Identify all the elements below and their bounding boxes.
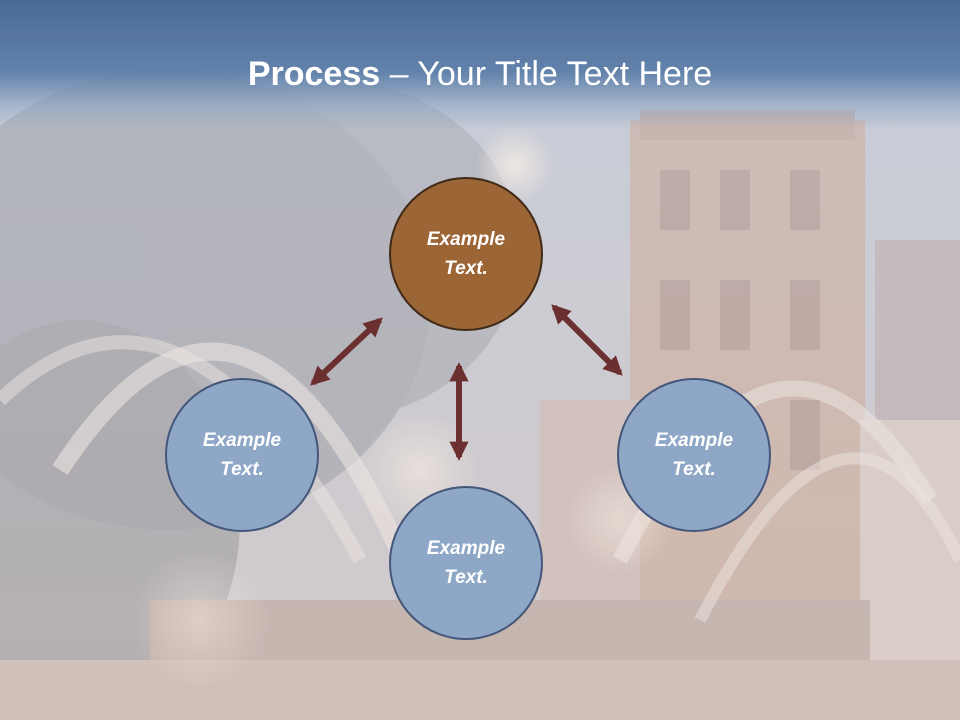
node-left[interactable]: Example Text. — [165, 378, 319, 532]
node-right-text: Example Text. — [639, 426, 749, 484]
node-top-line1: Example — [426, 229, 506, 250]
node-left-text: Example Text. — [187, 426, 297, 484]
header-band — [0, 0, 960, 130]
node-bottom-line1: Example — [426, 538, 506, 559]
node-top-line2: Text. — [444, 258, 488, 279]
node-top-text: Example Text. — [411, 225, 521, 283]
node-right[interactable]: Example Text. — [617, 378, 771, 532]
node-left-line1: Example — [202, 430, 282, 451]
node-bottom[interactable]: Example Text. — [389, 486, 543, 640]
node-left-line2: Text. — [220, 459, 264, 480]
slide-title: Process – Your Title Text Here — [0, 52, 960, 96]
node-right-line2: Text. — [672, 459, 716, 480]
title-rest: – Your Title Text Here — [380, 55, 713, 93]
arrow-top-left — [310, 317, 383, 386]
node-top[interactable]: Example Text. — [389, 177, 543, 331]
title-bold: Process — [247, 55, 381, 93]
node-bottom-line2: Text. — [444, 567, 488, 588]
node-bottom-text: Example Text. — [411, 534, 521, 592]
node-right-line1: Example — [654, 430, 734, 451]
arrow-top-right — [551, 304, 623, 376]
